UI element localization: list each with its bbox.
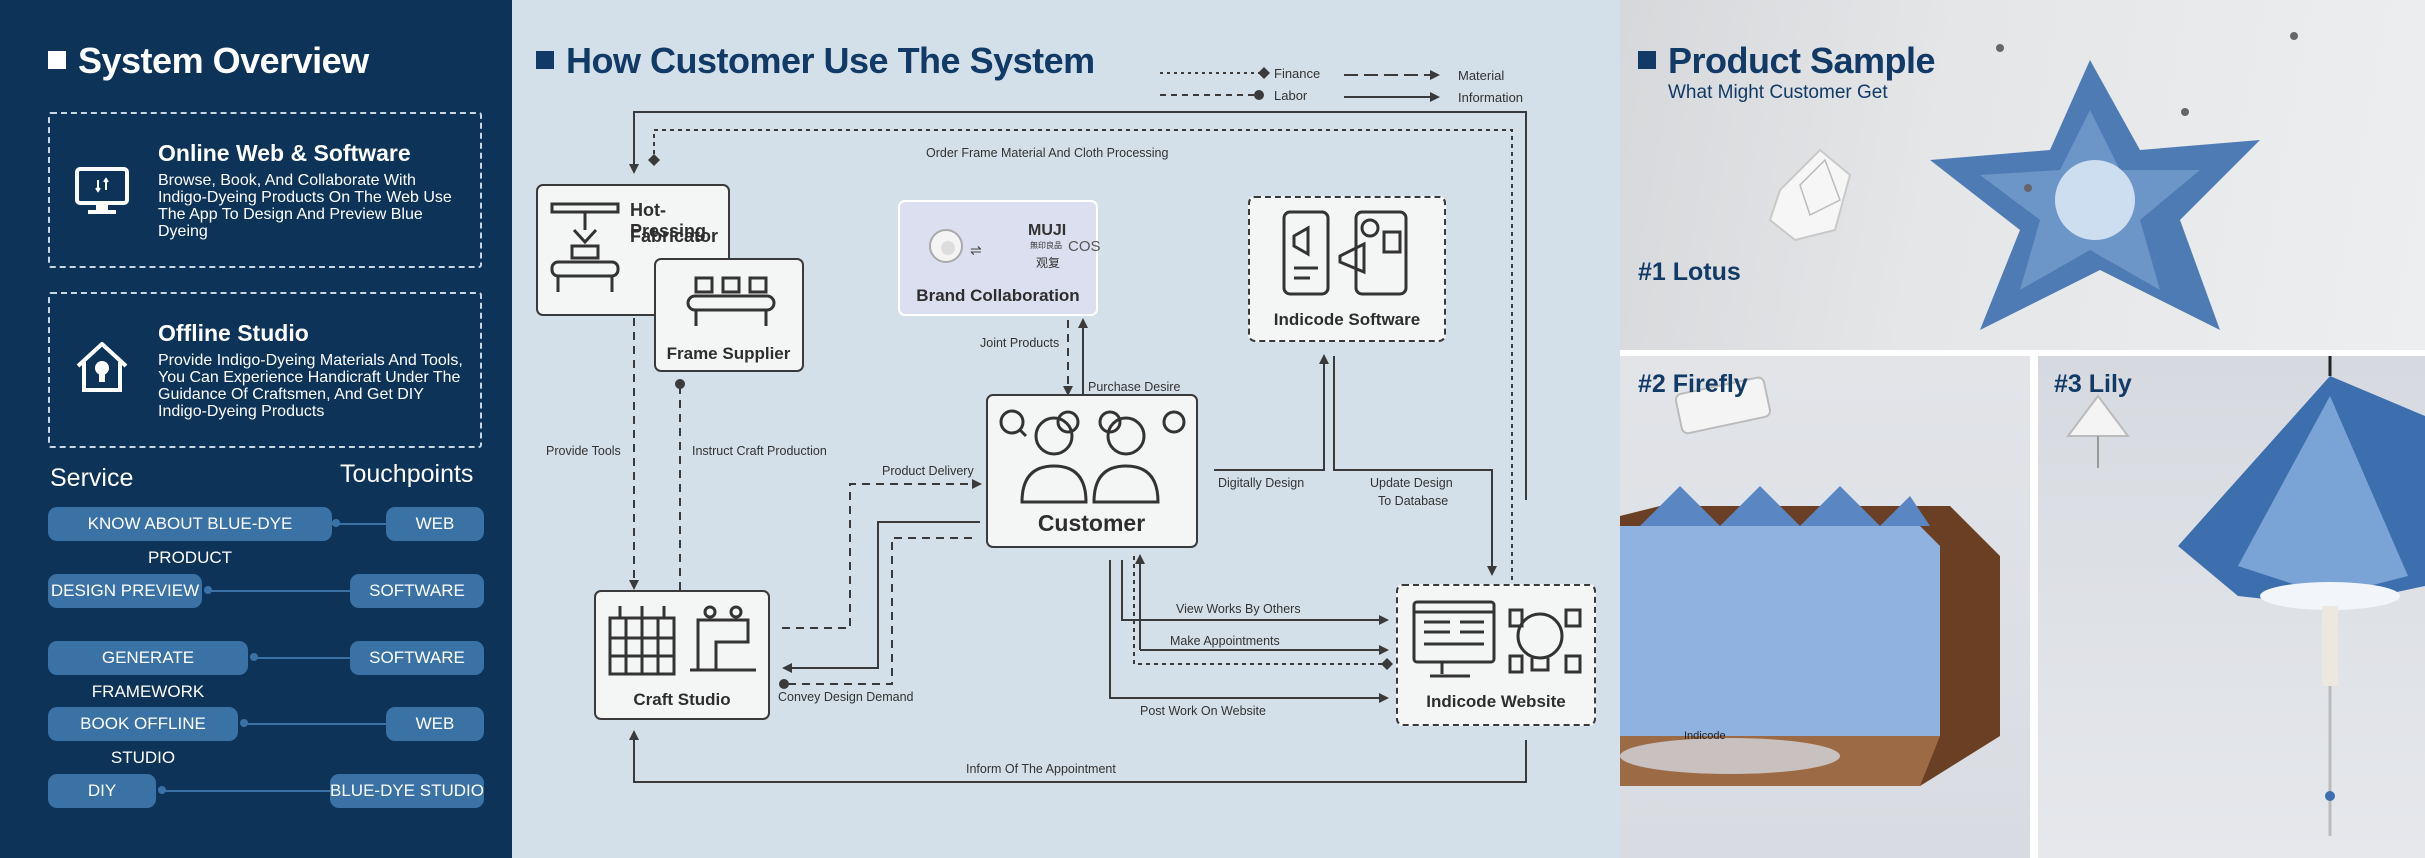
touchpoint-pill: SOFTWARE: [350, 574, 484, 608]
flow-connections: [629, 67, 1527, 783]
lily-photo: [2038, 356, 2425, 858]
connector-line: [160, 790, 330, 792]
square-bullet-icon: [1638, 51, 1656, 69]
connector-dot: [250, 653, 258, 661]
sample-label-firefly: #2 Firefly: [1638, 370, 1748, 398]
house-bulb-icon: [76, 342, 128, 392]
craft-studio-node: Craft Studio: [594, 590, 770, 720]
square-bullet-icon: [48, 51, 66, 69]
service-heading: Service: [50, 464, 134, 492]
touchpoint-pill: WEB: [386, 707, 484, 741]
cos-logo: COS: [1068, 238, 1101, 255]
label-convey-design: Convey Design Demand: [778, 690, 914, 704]
connector-line: [332, 523, 386, 525]
legend-information: Information: [1458, 90, 1524, 105]
flow-title: How Customer Use The System: [536, 40, 1095, 82]
label-digitally-design: Digitally Design: [1218, 476, 1305, 490]
indicode-brand-mark: Indicode: [1684, 730, 1726, 742]
system-overview-title: System Overview: [48, 40, 369, 82]
lotus-lamp-illustration: [1768, 32, 2298, 330]
indicode-software-label: Indicode Software: [1273, 310, 1421, 329]
product-sample-panel: Product Sample What Might Customer Get #…: [1620, 0, 2425, 858]
sample-label-lotus: #1 Lotus: [1638, 258, 1741, 286]
frame-supplier-label: Frame Supplier: [666, 344, 791, 363]
indicode-website-label: Indicode Website: [1426, 692, 1566, 711]
touchpoint-pill: BLUE-DYE STUDIO: [330, 774, 484, 808]
label-make-appointments: Make Appointments: [1170, 634, 1280, 648]
muji-logo-sub: 無印良品: [1030, 241, 1062, 250]
brand-collaboration-label: Brand Collaboration: [916, 286, 1080, 305]
product-lamp-icon: [929, 229, 963, 263]
connector-dot: [158, 786, 166, 794]
label-product-delivery: Product Delivery: [882, 464, 974, 478]
hot-pressing-label-2: Fabricator: [630, 226, 719, 246]
label-inform-appointment: Inform Of The Appointment: [966, 762, 1116, 776]
connector-dot: [240, 719, 248, 727]
label-update-design-2: To Database: [1378, 494, 1449, 508]
online-desc: Browse, Book, And Collaborate With Indig…: [158, 172, 452, 240]
online-title: Online Web & Software: [158, 140, 411, 166]
monitor-icon: [75, 167, 129, 214]
hot-pressing-label-1: Hot-Pressing: [630, 200, 707, 241]
touchpoint-pill: SOFTWARE: [350, 641, 484, 675]
phone-megaphone-icon: [1282, 210, 1408, 296]
website-bulb-icon: [1412, 600, 1582, 678]
connector-line: [242, 723, 386, 725]
offline-desc: Provide Indigo-Dyeing Materials And Tool…: [158, 352, 463, 420]
touchpoints-heading: Touchpoints: [340, 460, 474, 488]
service-pill: DESIGN PREVIEW: [48, 574, 202, 608]
label-order-frame: Order Frame Material And Cloth Processin…: [926, 146, 1169, 160]
system-overview-panel: System Overview Online Web & Software Br…: [0, 0, 512, 858]
connector-line: [252, 657, 350, 659]
frame-supplier-node: Frame Supplier: [654, 258, 804, 372]
exchange-arrow-icon: ⇌: [970, 242, 982, 258]
brand-collaboration-node: ⇌ MUJI 無印良品 COS 观复 Brand Collaboration: [898, 200, 1101, 316]
customer-node: Customer: [986, 394, 1198, 548]
online-card: Online Web & Software Browse, Book, And …: [48, 112, 482, 268]
muji-logo: MUJI: [1028, 222, 1067, 239]
square-bullet-icon: [536, 51, 554, 69]
service-pill: GENERATE FRAMEWORK: [48, 641, 248, 701]
guanfu-logo: 观复: [1036, 256, 1061, 270]
product-sample-subtitle: What Might Customer Get: [1668, 82, 1888, 103]
legend-finance: Finance: [1274, 66, 1321, 81]
legend-material: Material: [1458, 68, 1505, 83]
service-pill: BOOK OFFLINE STUDIO: [48, 707, 238, 767]
indicode-software-node: Indicode Software: [1248, 196, 1446, 342]
label-instruct-craft: Instruct Craft Production: [692, 444, 827, 458]
label-post-work: Post Work On Website: [1140, 704, 1266, 718]
loom-sewing-icon: [608, 605, 756, 676]
craft-studio-label: Craft Studio: [633, 690, 731, 709]
firefly-photo: Indicode: [1620, 356, 2030, 858]
customer-flow-panel: How Customer Use The System: [512, 0, 1620, 858]
indicode-website-node: Indicode Website: [1396, 584, 1596, 726]
service-pill: DIY: [48, 774, 156, 808]
connector-dot: [332, 519, 340, 527]
connector-dot: [204, 586, 212, 594]
product-sample-title: Product Sample: [1638, 40, 1936, 82]
label-purchase-desire: Purchase Desire: [1088, 380, 1181, 394]
connector-line: [206, 590, 350, 592]
press-machine-icon: [550, 202, 620, 292]
label-provide-tools: Provide Tools: [546, 444, 621, 458]
label-update-design-1: Update Design: [1370, 476, 1453, 490]
legend-labor: Labor: [1274, 88, 1308, 103]
label-view-works: View Works By Others: [1176, 602, 1301, 616]
offline-title: Offline Studio: [158, 320, 309, 346]
conveyor-icon: [686, 276, 776, 326]
lotus-photo: [1620, 0, 2425, 350]
firefly-lamp-illustration: [1620, 376, 2000, 786]
offline-card: Offline Studio Provide Indigo-Dyeing Mat…: [48, 292, 482, 448]
touchpoint-pill: WEB: [386, 507, 484, 541]
label-joint-products: Joint Products: [980, 336, 1060, 350]
customers-icon: [999, 409, 1186, 504]
customer-label: Customer: [1037, 510, 1146, 536]
lily-lamp-illustration: [2066, 356, 2425, 836]
service-pill: KNOW ABOUT BLUE-DYE PRODUCT: [48, 507, 332, 567]
sample-label-lily: #3 Lily: [2054, 370, 2132, 398]
